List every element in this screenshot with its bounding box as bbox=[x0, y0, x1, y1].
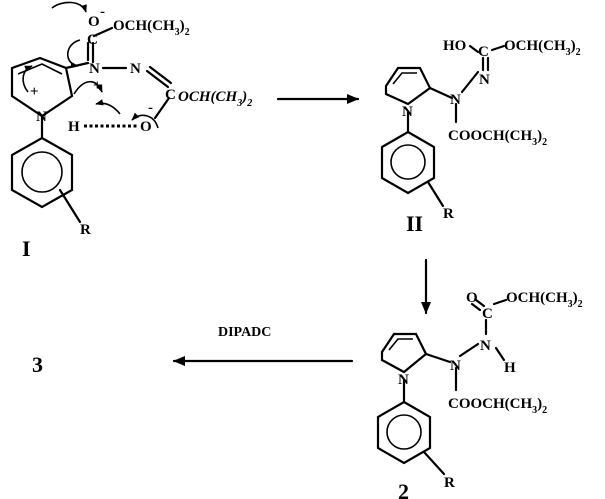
atom-h-I: H bbox=[68, 119, 80, 135]
bond-r-II bbox=[426, 180, 445, 208]
ester-right-I: OCH(CH3)2 bbox=[178, 89, 252, 109]
atom-o-I: O bbox=[140, 119, 152, 135]
compound-I: O - C OCH(CH3)2 N + N C OCH(CH3)2 H O - … bbox=[10, 1, 252, 261]
bond-c-o-double-2 bbox=[470, 302, 482, 312]
charge-minus-top-I: - bbox=[100, 4, 105, 20]
electron-arrow-1-I bbox=[51, 1, 87, 13]
pyrrole-inner-bond-II bbox=[392, 72, 417, 85]
compound-II: HO C OCH(CH3)2 N N N COOCH(CH3)2 R II bbox=[380, 38, 581, 236]
atom-c-2: C bbox=[482, 306, 493, 322]
charge-minus-o-I: - bbox=[148, 100, 153, 116]
ester-bottom-2: COOCH(CH3)2 bbox=[448, 396, 547, 416]
ester-top-I: OCH(CH3)2 bbox=[113, 18, 190, 38]
charge-plus-ring-I: + bbox=[30, 84, 39, 100]
bond-c-o-I bbox=[153, 96, 171, 120]
bond-r-2 bbox=[422, 450, 446, 476]
atom-n-eq-I: N bbox=[130, 61, 141, 77]
ester-top-2: OCH(CH3)2 bbox=[506, 290, 583, 310]
electron-arrow-3-I bbox=[73, 80, 103, 95]
bond-n-eq-c-I bbox=[145, 69, 170, 89]
compound-label-I: I bbox=[22, 236, 31, 261]
bond-ring-to-n-II bbox=[428, 86, 454, 100]
phenyl-ring-II bbox=[380, 130, 436, 195]
charge-plus-n-I: + bbox=[93, 78, 102, 94]
atom-c-II: C bbox=[478, 44, 489, 60]
reagent-label: DIPADC bbox=[218, 325, 271, 340]
phenyl-circle-II bbox=[390, 144, 426, 180]
pyrrole-inner-bond-2 bbox=[388, 338, 413, 351]
bond-c-o-2 bbox=[474, 298, 486, 308]
phenyl-circle-I bbox=[21, 151, 63, 193]
bond-c-ho-II bbox=[468, 44, 480, 54]
phenyl-ring-I bbox=[10, 136, 74, 209]
bond-n-eq-c-double-I bbox=[148, 65, 173, 85]
bond-n-to-n-eq-II bbox=[460, 70, 480, 94]
bond-n-to-nh-2 bbox=[458, 342, 480, 358]
compound-label-II: II bbox=[406, 211, 423, 236]
compound-2: O C OCH(CH3)2 N H N N COOCH(CH3)2 R 2 bbox=[376, 290, 583, 499]
bond-c-o-II bbox=[490, 44, 506, 52]
ester-top-II: OCH(CH3)2 bbox=[504, 38, 581, 58]
phenyl-ring-2 bbox=[376, 400, 432, 465]
compound-label-3: 3 bbox=[32, 352, 43, 377]
bond-n-h-2 bbox=[494, 346, 506, 362]
atom-c-top-I: C bbox=[87, 32, 98, 48]
atom-n-2: N bbox=[450, 358, 461, 374]
atom-n-eq-II: N bbox=[479, 72, 490, 88]
pyrrole-ring-I bbox=[10, 56, 74, 118]
atom-nh-h-2: H bbox=[504, 360, 516, 376]
bond-ring-to-n-2 bbox=[424, 352, 452, 364]
compound-label-2: 2 bbox=[398, 479, 409, 499]
phenyl-circle-2 bbox=[386, 414, 422, 450]
electron-arrow-2-I bbox=[66, 39, 81, 69]
substituent-r-I: R bbox=[80, 222, 91, 238]
group-ho-II: HO bbox=[443, 38, 466, 54]
atom-n-ring-2: N bbox=[398, 372, 409, 388]
atom-n-ring-II: N bbox=[402, 104, 413, 120]
atom-o-2: O bbox=[466, 290, 478, 306]
atom-n-II: N bbox=[450, 92, 461, 108]
electron-arrow-5-I bbox=[131, 112, 159, 129]
electron-arrow-4-I bbox=[22, 65, 33, 93]
bond-c-oester-2 bbox=[492, 298, 508, 306]
atom-c-right-I: C bbox=[165, 87, 176, 103]
atom-n-ring-I: N bbox=[36, 109, 47, 125]
atom-o-minus-top-I: O bbox=[88, 14, 100, 30]
substituent-r-II: R bbox=[443, 206, 454, 222]
atom-n-side-I: N bbox=[89, 61, 100, 77]
atom-nh-n-2: N bbox=[480, 338, 491, 354]
substituent-r-2: R bbox=[444, 475, 455, 491]
ester-bottom-II: COOCH(CH3)2 bbox=[448, 128, 547, 148]
electron-arrow-6-I bbox=[95, 99, 121, 115]
bond-c-o-top-I bbox=[92, 26, 114, 38]
bond-r-I bbox=[58, 188, 82, 224]
